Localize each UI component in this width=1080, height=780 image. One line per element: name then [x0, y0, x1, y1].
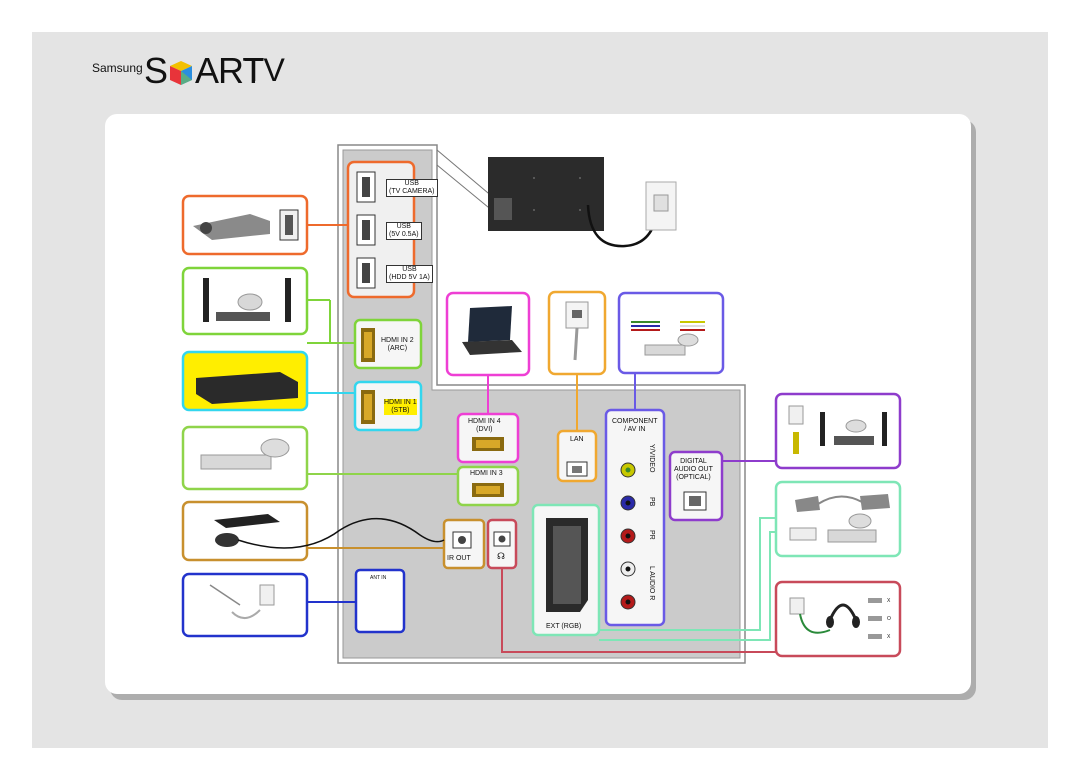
component-group-border — [604, 408, 666, 627]
usb-2-label: USB (5V 0.5A) — [386, 222, 422, 240]
video-label: Y/VIDEO — [648, 444, 655, 473]
component-label: COMPONENT / AV IN — [612, 418, 658, 434]
zoom-line-1 — [436, 149, 495, 199]
plug-mark-2: O — [887, 616, 891, 622]
tv-back-port — [494, 198, 512, 220]
usb-3-label: USB (HDD 5V 1A) — [386, 265, 433, 283]
usb-3-sub: (HDD 5V 1A) — [389, 274, 430, 281]
digital-audio-l2: AUDIO OUT — [674, 466, 713, 473]
digital-audio-l1: DIGITAL — [680, 458, 707, 465]
smart-logo-suffix: ART — [195, 50, 264, 91]
device-scart — [774, 480, 902, 558]
zoom-line-2 — [436, 164, 495, 213]
pr-label: PR — [648, 530, 655, 540]
optical-group-border — [668, 450, 724, 522]
samsung-logo-text: Samsung — [92, 61, 143, 75]
smart-logo: S ART — [144, 50, 264, 92]
hdmi-2-label: HDMI IN 2 (ARC) — [381, 337, 414, 353]
hdmi-1-sub: (STB) — [391, 407, 410, 414]
smart-cube-icon — [168, 54, 194, 85]
ext-label: EXT (RGB) — [546, 623, 582, 630]
digital-audio-label: DIGITAL AUDIO OUT (OPTICAL) — [674, 458, 713, 482]
component-sub: / AV IN — [624, 426, 646, 433]
plug-mark-1: X — [887, 598, 891, 604]
ant-in-label: ANT IN — [370, 575, 387, 581]
device-antenna — [181, 572, 309, 638]
ir-out-label: IR OUT — [447, 555, 471, 562]
device-component — [617, 291, 725, 375]
usb-2-sub: (5V 0.5A) — [389, 231, 419, 238]
usb-1-title: USB — [404, 180, 419, 187]
pb-label: PB — [648, 497, 655, 507]
hdmi-4-label: HDMI IN 4 (DVI) — [468, 418, 501, 434]
tv-logo-text: TV — [244, 52, 285, 88]
hdmi-1-label: HDMI IN 1 (STB) — [384, 399, 417, 415]
usb-1-label: USB (TV CAMERA) — [386, 179, 438, 197]
hdmi-1-title: HDMI IN 1 — [384, 399, 417, 406]
tv-panel-border — [337, 144, 746, 664]
audio-label: L AUDIO R — [648, 566, 655, 601]
hdmi-4-sub: (DVI) — [476, 426, 493, 433]
lan-label: LAN — [570, 436, 584, 443]
hdmi-2-sub: (ARC) — [387, 345, 408, 352]
hdmi-3-label: HDMI IN 3 — [470, 470, 503, 477]
plug-mark-3: X — [887, 634, 891, 640]
usb-3-title: USB — [402, 266, 417, 273]
hdmi-2-title: HDMI IN 2 — [381, 337, 414, 344]
hdmi-4-title: HDMI IN 4 — [468, 418, 501, 425]
device-optical-audio — [774, 392, 902, 470]
usb-2-title: USB — [396, 223, 411, 230]
headphone-icon: ☊ — [497, 551, 505, 561]
component-title: COMPONENT — [612, 418, 658, 425]
digital-audio-l3: (OPTICAL) — [676, 474, 711, 481]
usb-1-sub: (TV CAMERA) — [389, 188, 435, 195]
smart-logo-prefix: S — [144, 50, 168, 91]
device-ir-blaster — [181, 500, 309, 562]
